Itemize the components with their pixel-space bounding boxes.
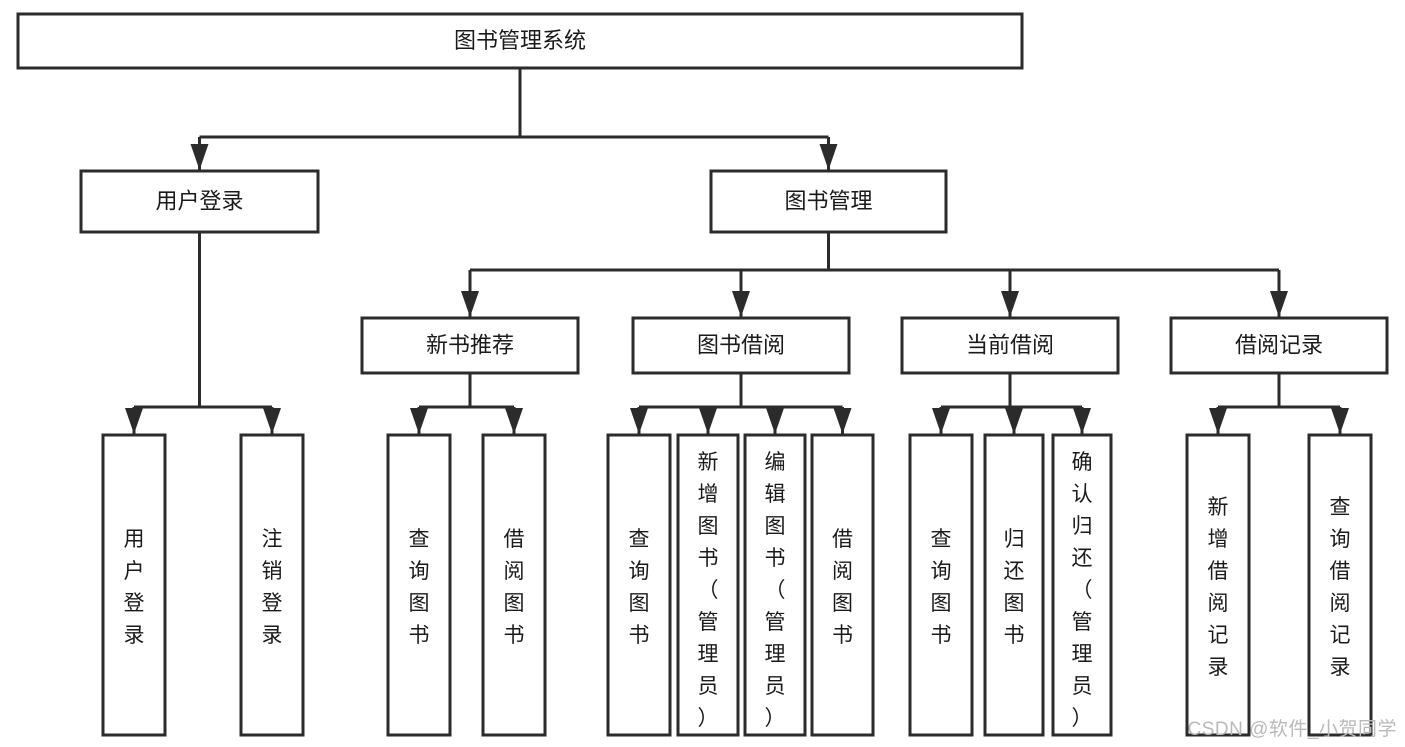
node-leaf-return-book[interactable]: 归还图书	[983, 433, 1045, 737]
arrow-head	[410, 408, 428, 434]
node-leaf-edit-book[interactable]: 编辑图书（管理员）	[743, 433, 807, 737]
node-current-borrow-box[interactable]	[900, 316, 1120, 375]
node-root-box[interactable]	[16, 12, 1024, 70]
node-leaf-borrow-book-2-box[interactable]	[810, 433, 875, 737]
node-leaf-add-record-label: 新增借阅记录	[1208, 496, 1229, 679]
node-leaf-user-login[interactable]: 用户登录	[101, 433, 167, 737]
edges-layer	[125, 68, 1349, 434]
node-leaf-add-book-label: 新增图书（管理员）	[698, 451, 719, 730]
node-leaf-borrow-book-1-box[interactable]	[481, 433, 547, 737]
node-leaf-confirm-return-box[interactable]	[1051, 433, 1113, 737]
node-leaf-confirm-return-label: 确认归还（管理员）	[1072, 451, 1093, 730]
node-leaf-query-book-2-box[interactable]	[606, 433, 672, 737]
node-leaf-query-record-label: 查询借阅记录	[1330, 496, 1351, 679]
node-root-label: 图书管理系统	[454, 28, 586, 53]
node-new-book-rec-label: 新书推荐	[426, 332, 514, 357]
node-leaf-borrow-book-1-label: 借阅图书	[504, 528, 525, 647]
arrow-head	[766, 408, 784, 434]
node-leaf-query-book-1-label: 查询图书	[409, 528, 430, 647]
node-borrow-record-label: 借阅记录	[1235, 332, 1323, 357]
arrow-head	[1209, 408, 1227, 434]
node-leaf-query-book-3-box[interactable]	[908, 433, 974, 737]
node-user-login[interactable]: 用户登录	[79, 169, 320, 234]
node-book-borrow[interactable]: 图书借阅	[631, 316, 851, 375]
node-leaf-confirm-return[interactable]: 确认归还（管理员）	[1051, 433, 1113, 737]
node-leaf-borrow-book-2-label: 借阅图书	[832, 528, 853, 647]
arrow-head	[505, 408, 523, 434]
node-leaf-logout[interactable]: 注销登录	[239, 433, 305, 737]
arrow-head	[263, 408, 281, 434]
node-leaf-query-book-1-box[interactable]	[386, 433, 452, 737]
node-leaf-return-book-box[interactable]	[983, 433, 1045, 737]
arrow-head	[699, 408, 717, 434]
node-leaf-logout-label: 注销登录	[262, 528, 283, 647]
arrow-head	[1270, 291, 1288, 317]
arrow-head	[461, 291, 479, 317]
node-leaf-query-book-3[interactable]: 查询图书	[908, 433, 974, 737]
node-leaf-user-login-label: 用户登录	[124, 528, 145, 647]
arrow-head	[932, 408, 950, 434]
node-leaf-query-book-2-label: 查询图书	[629, 528, 650, 647]
watermark-text: CSDN @软件_小贺同学	[1187, 719, 1397, 740]
node-root[interactable]: 图书管理系统	[16, 12, 1024, 70]
nodes-layer: 图书管理系统用户登录图书管理新书推荐图书借阅当前借阅借阅记录用户登录注销登录查询…	[16, 12, 1389, 737]
node-leaf-query-book-2[interactable]: 查询图书	[606, 433, 672, 737]
node-book-manage-box[interactable]	[709, 169, 948, 234]
node-leaf-edit-book-box[interactable]	[743, 433, 807, 737]
arrow-head	[1001, 291, 1019, 317]
arrow-head	[732, 291, 750, 317]
arrow-head	[1005, 408, 1023, 434]
node-leaf-logout-box[interactable]	[239, 433, 305, 737]
node-new-book-rec[interactable]: 新书推荐	[360, 316, 580, 375]
node-borrow-record[interactable]: 借阅记录	[1169, 316, 1389, 375]
node-leaf-borrow-book-1[interactable]: 借阅图书	[481, 433, 547, 737]
node-current-borrow-label: 当前借阅	[966, 332, 1054, 357]
node-leaf-user-login-box[interactable]	[101, 433, 167, 737]
node-leaf-query-book-1[interactable]: 查询图书	[386, 433, 452, 737]
arrow-head	[819, 144, 838, 170]
node-leaf-add-record[interactable]: 新增借阅记录	[1185, 433, 1251, 737]
node-book-manage[interactable]: 图书管理	[709, 169, 948, 234]
node-leaf-edit-book-label: 编辑图书（管理员）	[765, 451, 786, 730]
arrow-head	[630, 408, 648, 434]
node-book-manage-label: 图书管理	[784, 188, 872, 213]
node-leaf-query-record[interactable]: 查询借阅记录	[1307, 433, 1373, 737]
arrow-head	[125, 408, 143, 434]
node-book-borrow-label: 图书借阅	[697, 332, 785, 357]
node-leaf-borrow-book-2[interactable]: 借阅图书	[810, 433, 875, 737]
node-leaf-add-record-box[interactable]	[1185, 433, 1251, 737]
arrow-head	[1331, 408, 1349, 434]
node-user-login-label: 用户登录	[155, 188, 243, 213]
node-current-borrow[interactable]: 当前借阅	[900, 316, 1120, 375]
node-borrow-record-box[interactable]	[1169, 316, 1389, 375]
arrow-head	[833, 408, 852, 434]
arrow-head	[1073, 408, 1091, 434]
arrow-head	[190, 144, 209, 170]
node-leaf-query-record-box[interactable]	[1307, 433, 1373, 737]
node-leaf-query-book-3-label: 查询图书	[931, 528, 952, 647]
node-new-book-rec-box[interactable]	[360, 316, 580, 375]
node-leaf-add-book-box[interactable]	[676, 433, 740, 737]
node-user-login-box[interactable]	[79, 169, 320, 234]
node-leaf-return-book-label: 归还图书	[1004, 528, 1025, 647]
node-book-borrow-box[interactable]	[631, 316, 851, 375]
node-leaf-add-book[interactable]: 新增图书（管理员）	[676, 433, 740, 737]
